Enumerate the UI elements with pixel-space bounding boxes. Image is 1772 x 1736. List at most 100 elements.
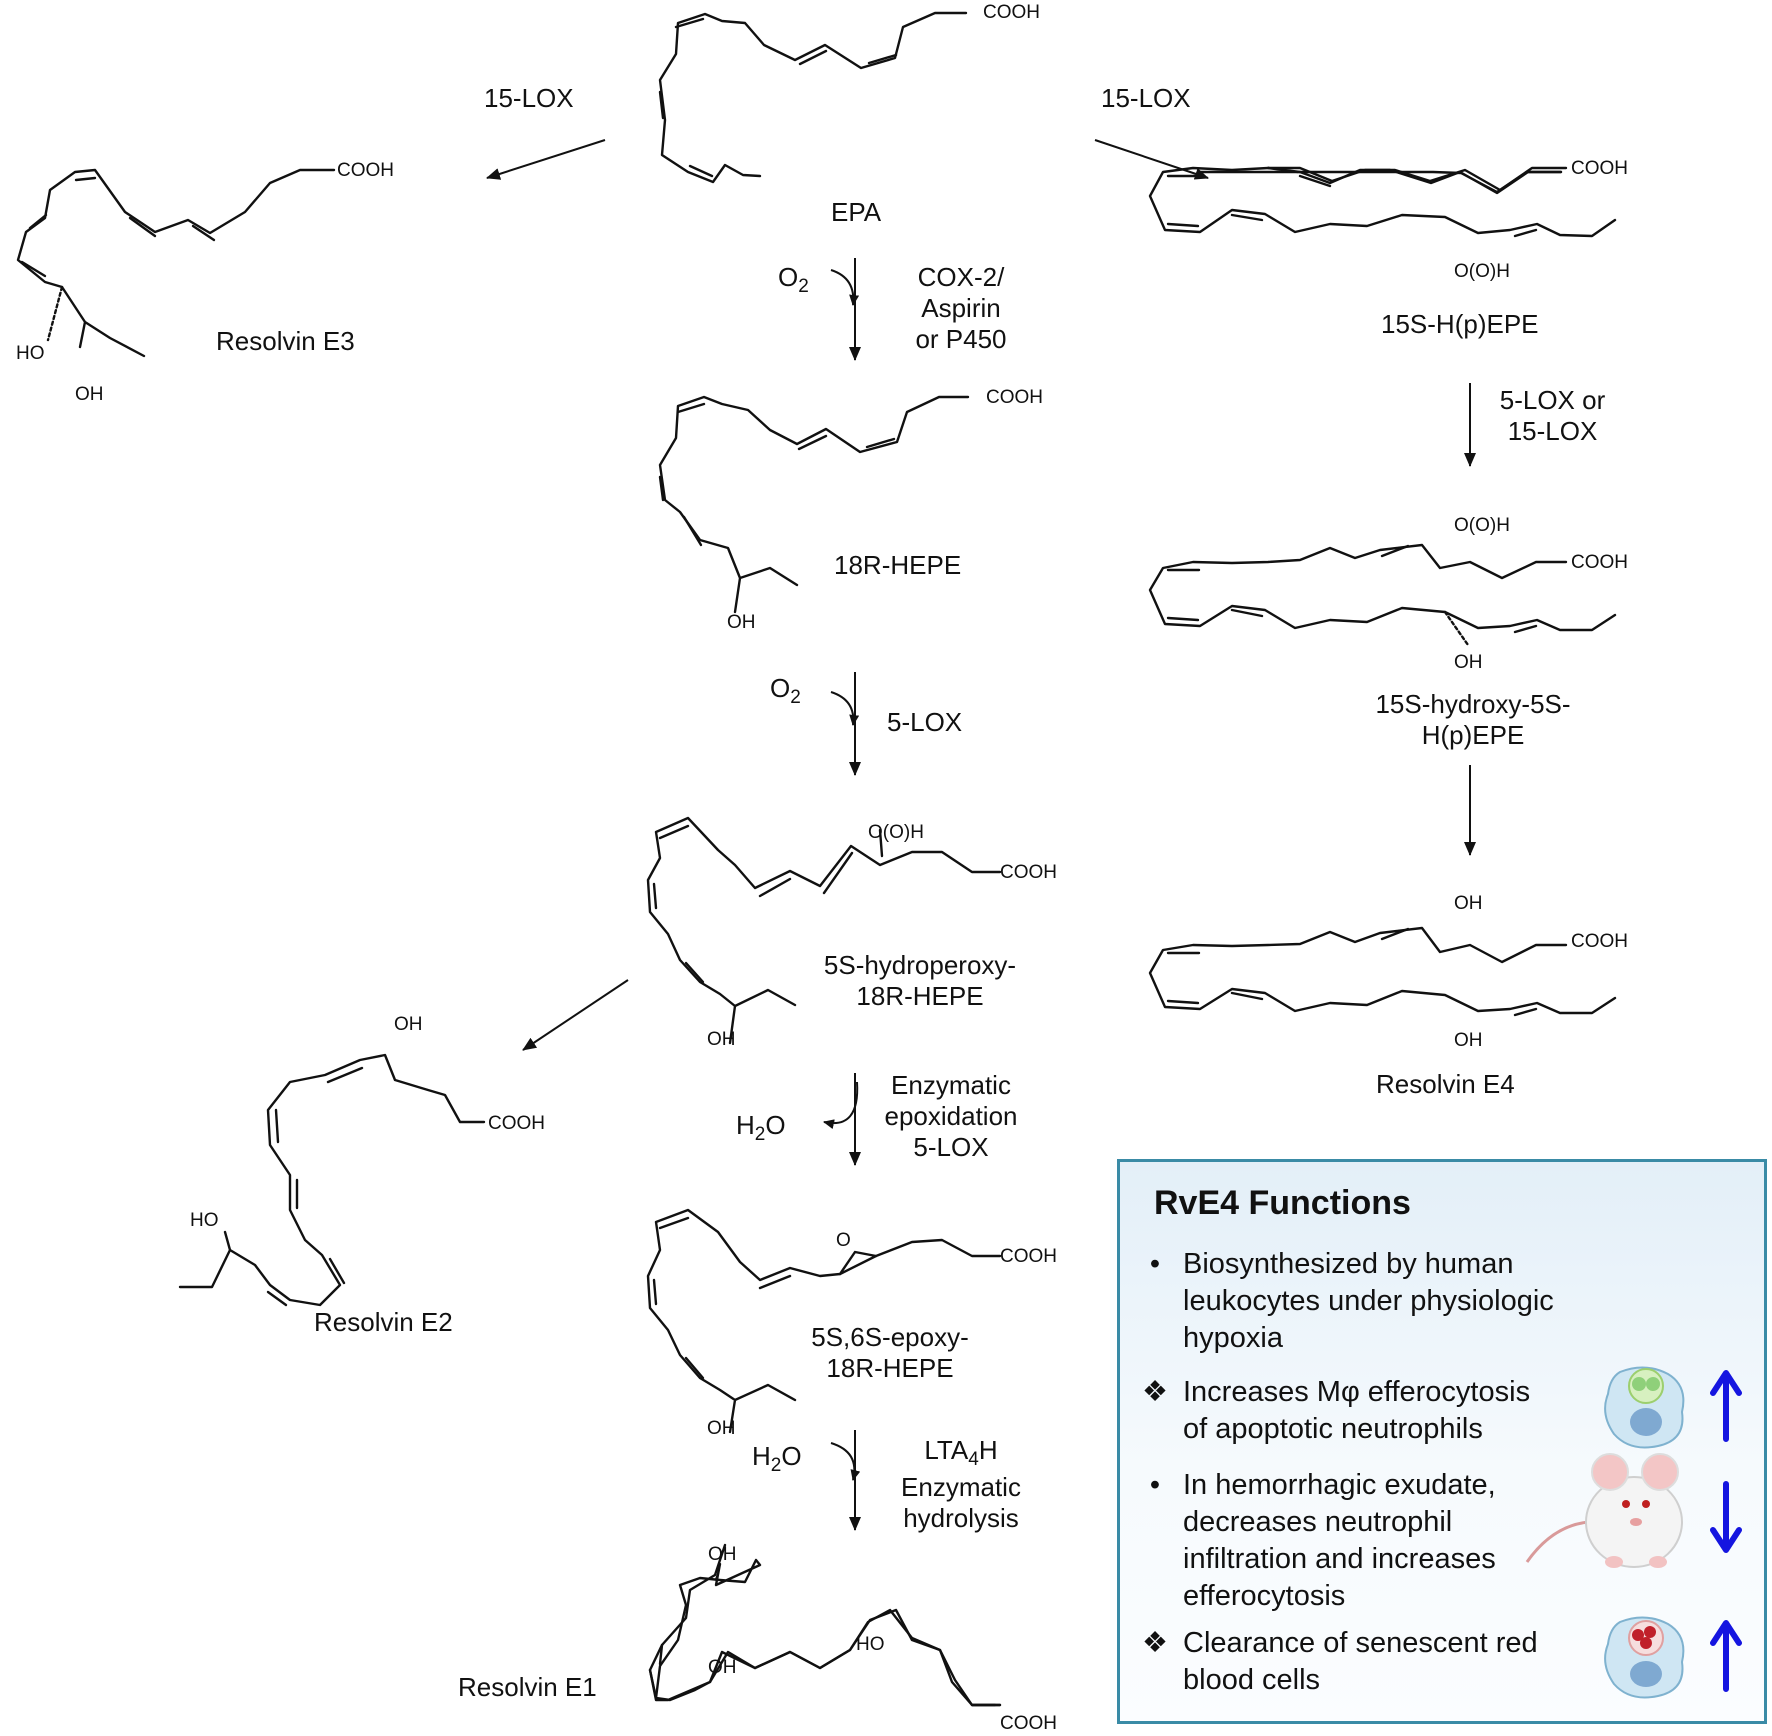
group-cooh-rve1: COOH [1000,1713,1057,1734]
h2o-h: H [752,1441,771,1471]
cofactor-h2o-2: H2O [752,1441,802,1478]
enzyme-epoxidation: Enzymatic epoxidation 5-LOX [876,1070,1026,1164]
label-5s6s-epoxy-18r-hepe: 5S,6S-epoxy- 18R-HEPE [785,1322,995,1384]
group-ooh-hydroperoxy: O(O)H [868,822,924,843]
group-cooh-15shpepe: COOH [1571,158,1628,179]
cox2-line: Aspirin [921,293,1001,324]
lta4h-text: LTA [924,1435,969,1465]
resolvin-e1-structure [648,1543,1002,1707]
enzyme-line: hydrolysis [903,1503,1019,1534]
function-line: In hemorrhagic exudate, [1183,1469,1496,1501]
group-cooh-epa: COOH [983,2,1040,23]
mouse-icon [1525,1453,1683,1568]
function-line: Biosynthesized by human [1183,1248,1514,1280]
enzyme-line: Enzymatic [891,1070,1011,1100]
increase-arrow-icon [1710,1370,1742,1442]
arrow-hydroperoxy-to-rve2 [522,979,629,1051]
function-line: of apoptotic neutrophils [1183,1413,1483,1445]
enzyme-line: Enzymatic [901,1471,1021,1502]
compound-line: 18R-HEPE [856,981,984,1012]
h2o-o: O [781,1441,802,1471]
lta4h-tail: H [978,1435,998,1465]
function-text: In hemorrhagic exudate, decreases neutro… [1183,1467,1496,1615]
compound-line: H(p)EPE [1421,720,1525,751]
h2o-curve-2 [830,1442,861,1481]
label-epa: EPA [831,197,882,227]
arrow-epa-to-15shpepe [1094,139,1209,180]
group-cooh-rve2: COOH [488,1113,545,1134]
function-text: Biosynthesized by human leukocytes under… [1183,1246,1554,1357]
enzyme-15lox-left: 15-LOX [484,83,574,113]
enzyme-line: epoxidation [884,1101,1018,1132]
resolvin-e2-structure [178,1053,486,1307]
group-o-epoxide: O [836,1230,851,1251]
lta4h-sub: 4 [968,1449,979,1471]
group-cooh-rve3: COOH [337,160,394,181]
h2o-h: H [736,1110,755,1140]
function-line: decreases neutrophil [1183,1506,1453,1538]
o2-curve-2 [830,691,860,726]
bullet-marker: • [1149,1469,1161,1501]
epa-structure [658,11,968,184]
group-oh-hydroxy: OH [1454,652,1483,673]
group-cooh-hydroperoxy: COOH [1000,862,1057,883]
group-oh-rve1-top: OH [708,1544,737,1565]
label-18r-hepe: 18R-HEPE [834,550,962,580]
o2-sub: 2 [798,276,809,298]
compound-line: 5S-hydroperoxy- [823,950,1017,980]
o2-sub: 2 [790,687,801,709]
cox2-line: or P450 [915,324,1007,355]
label-resolvin-e4: Resolvin E4 [1376,1069,1515,1099]
function-line: efferocytosis [1183,1580,1346,1612]
label-resolvin-e2: Resolvin E2 [314,1307,453,1337]
function-line: hypoxia [1183,1322,1283,1354]
lox-line: 15-LOX [1507,416,1598,447]
h2o-sub: 2 [754,1124,766,1146]
18r-hepe-structure [658,395,970,614]
enzyme-5lox: 5-LOX [887,707,963,737]
compound-line: 15S-hydroxy-5S- [1375,689,1571,719]
functions-title: RvE4 Functions [1154,1184,1411,1222]
enzyme-cox2: COX-2/ Aspirin or P450 [903,262,1019,356]
group-oh-18rhepe: OH [727,612,756,633]
function-line: Increases Mφ efferocytosis [1183,1376,1531,1408]
group-cooh-epoxy: COOH [1000,1246,1057,1267]
macrophage-neutrophil-icon [1604,1366,1685,1449]
group-cooh-hydroxy: COOH [1571,552,1628,573]
resolvin-e3-structure [16,168,336,358]
label-resolvin-e3: Resolvin E3 [216,326,355,356]
label-15s-hydroxy-5s-hpepe: 15S-hydroxy-5S- H(p)EPE [1358,689,1588,751]
group-oh-rve3: OH [75,384,104,405]
5s-hydroperoxy-18r-hepe-structure [646,816,1002,1045]
15s-hpepe-structure [1148,166,1617,238]
enzyme-15lox-right: 15-LOX [1101,83,1191,113]
group-ho-rve3: HO [16,343,45,364]
function-text: Clearance of senescent red blood cells [1183,1625,1538,1699]
function-line: leukocytes under physiologic [1183,1285,1554,1317]
diamond-marker: ❖ [1142,1627,1168,1659]
group-ho-rve2: HO [190,1210,219,1231]
group-ooh-15shpepe: O(O)H [1454,261,1510,282]
compound-line: 18R-HEPE [826,1353,954,1384]
15s-hydroxy-5s-hpepe-structure [1148,543,1617,647]
o2-curve-1 [830,269,860,306]
group-ooh-hydroxy: O(O)H [1454,515,1510,536]
diamond-marker: ❖ [1142,1376,1168,1408]
increase-arrow-icon [1710,1620,1742,1692]
function-line: blood cells [1183,1664,1321,1696]
cofactor-o2-2: O2 [770,673,801,710]
function-text: Increases Mφ efferocytosis of apoptotic … [1183,1374,1530,1448]
group-ho-rve1: HO [856,1634,885,1655]
label-resolvin-e1: Resolvin E1 [458,1672,597,1702]
decrease-arrow-icon [1710,1481,1742,1553]
5s6s-epoxy-18r-hepe-structure [646,1208,1002,1434]
lox-line: 5-LOX or [1499,385,1606,415]
macrophage-rbc-icon [1604,1616,1685,1699]
cofactor-h2o-1: H2O [736,1110,786,1147]
group-oh-rve1-mid: OH [708,1657,737,1678]
group-oh-hydroperoxy: OH [707,1029,736,1050]
label-5s-hydroperoxy-18r-hepe: 5S-hydroperoxy- 18R-HEPE [800,950,1040,1012]
reaction-arrows [486,139,1476,1531]
label-15s-hpepe: 15S-H(p)EPE [1381,309,1539,339]
